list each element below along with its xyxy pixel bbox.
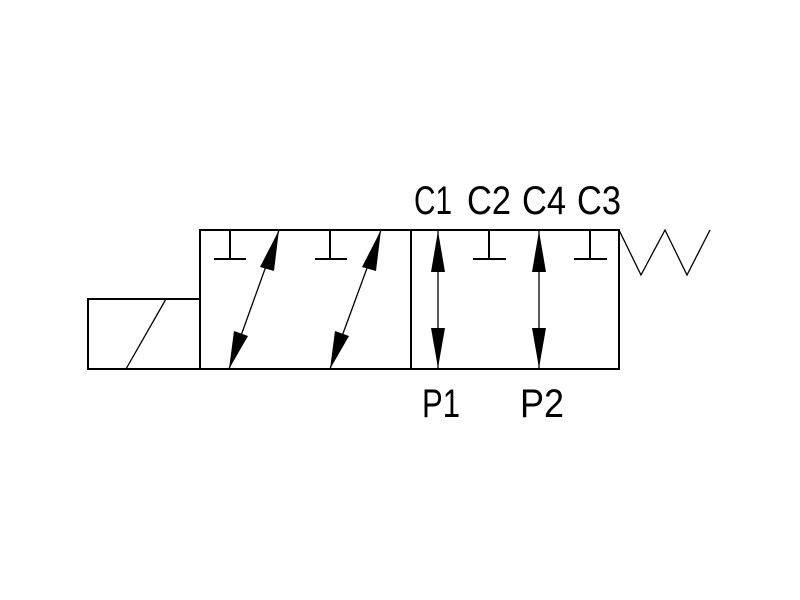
spring-return	[618, 228, 711, 277]
port-label-c1: C1	[414, 179, 452, 223]
vertical-double-arrow	[431, 230, 445, 369]
port-label-p1: P1	[422, 382, 460, 426]
diagonal-double-arrow	[329, 229, 382, 370]
diagonal-double-arrow	[228, 229, 280, 370]
port-label-c3: C3	[577, 179, 621, 223]
top-port-labels: C1 C2 C4 C3	[414, 179, 621, 223]
right-envelope	[431, 230, 607, 369]
port-label-c2: C2	[467, 179, 511, 223]
valve-body	[199, 229, 620, 370]
left-envelope	[214, 229, 382, 370]
port-label-c4: C4	[522, 179, 566, 223]
vertical-double-arrow	[532, 230, 546, 369]
bottom-port-labels: P1 P2	[422, 382, 564, 426]
blocked-port-symbol	[574, 230, 607, 260]
port-label-p2: P2	[520, 382, 564, 426]
blocked-port-symbol	[473, 230, 506, 260]
blocked-port-symbol	[315, 230, 347, 260]
solenoid-actuator	[87, 298, 201, 370]
blocked-port-symbol	[214, 230, 246, 260]
